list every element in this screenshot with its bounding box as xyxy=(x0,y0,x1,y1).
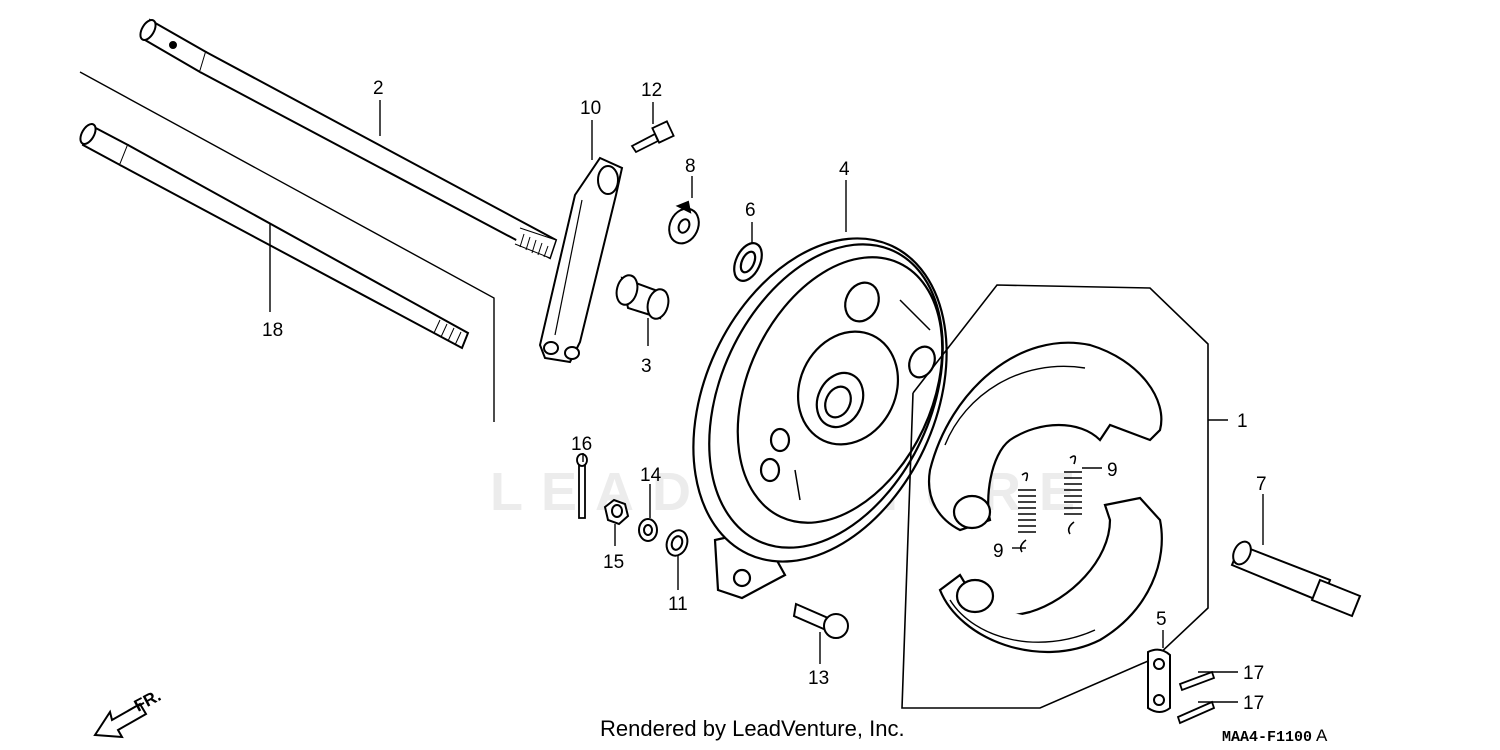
part-4-brake-panel xyxy=(692,237,948,600)
part-14-washer xyxy=(638,518,658,542)
part-15-nut xyxy=(603,498,630,526)
front-direction-arrow: FR. xyxy=(93,686,164,739)
callout-14: 14 xyxy=(640,465,662,486)
callout-4: 4 xyxy=(839,159,850,180)
part-10-brake-arm xyxy=(538,156,624,364)
callout-3: 3 xyxy=(641,356,652,377)
diagram-code-text: MAA4-F1100 xyxy=(1222,729,1313,746)
callout-2: 2 xyxy=(373,78,384,99)
callout-16: 16 xyxy=(571,434,592,455)
callouts: 1 2 3 4 5 6 7 8 9 9 10 11 12 13 14 15 16… xyxy=(262,78,1267,714)
part-7-cam-shaft xyxy=(1230,540,1362,618)
callout-1: 1 xyxy=(1237,411,1248,432)
part-9-springs xyxy=(1018,455,1082,553)
brake-shoes xyxy=(927,341,1163,654)
part-2-axle-rod xyxy=(139,18,558,260)
part-17-pins xyxy=(1176,670,1216,725)
callout-15: 15 xyxy=(603,552,624,573)
diagram-code-suffix: A xyxy=(1316,726,1328,745)
reference-line xyxy=(79,71,495,422)
credit-text: Rendered by LeadVenture, Inc. xyxy=(600,716,905,741)
part-5-plate xyxy=(1147,648,1171,713)
part-1-group-outline xyxy=(901,284,1209,709)
callout-9-upper: 9 xyxy=(1107,460,1118,481)
callout-10: 10 xyxy=(580,98,601,119)
callout-18: 18 xyxy=(262,320,283,341)
callout-12: 12 xyxy=(641,80,662,101)
part-12-bolt xyxy=(630,120,675,154)
part-3-collar xyxy=(615,274,670,320)
callout-13: 13 xyxy=(808,668,829,689)
callout-17-upper: 17 xyxy=(1243,663,1264,684)
callout-8: 8 xyxy=(685,156,696,177)
leader-lines xyxy=(269,100,1264,703)
part-18-axle-rod xyxy=(79,123,470,350)
part-13-bolt xyxy=(792,602,849,639)
part-8-washer xyxy=(668,200,700,245)
part-16-cotter-pin xyxy=(576,453,588,519)
part-6-seal xyxy=(733,242,763,282)
callout-9-lower: 9 xyxy=(993,541,1004,562)
callout-11: 11 xyxy=(668,594,688,615)
callout-7: 7 xyxy=(1256,474,1267,495)
callout-6: 6 xyxy=(745,200,756,221)
callout-17-lower: 17 xyxy=(1243,693,1264,714)
callout-5: 5 xyxy=(1156,609,1167,630)
part-11-seal xyxy=(665,529,689,557)
